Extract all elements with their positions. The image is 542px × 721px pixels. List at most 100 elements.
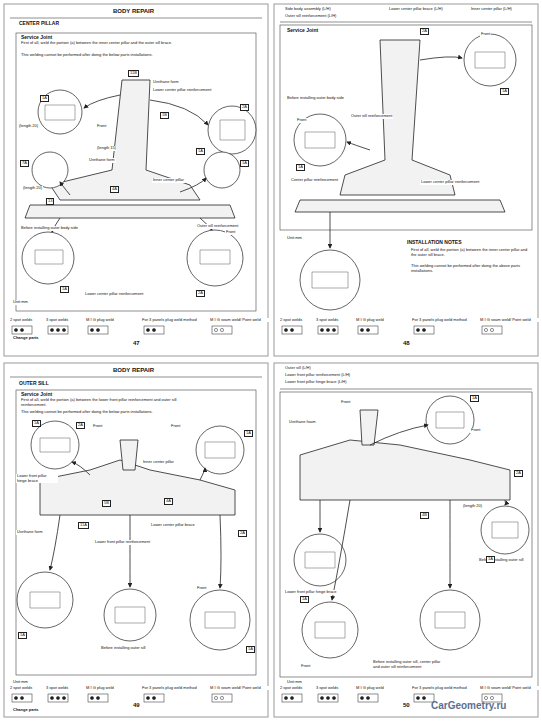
callout-number: 1A bbox=[300, 596, 309, 603]
callout-number: 2A bbox=[238, 530, 247, 537]
part-label: Outer sill reinforcement bbox=[350, 114, 393, 119]
part-label: Side body assembly (L/H) bbox=[284, 7, 332, 12]
part-label: BODY REPAIR bbox=[112, 367, 155, 374]
part-label: Before installing outer sill bbox=[100, 646, 162, 651]
legend-text: M I G plug weld bbox=[86, 686, 120, 690]
legend-text: M I G seam weld/ Point weld bbox=[480, 318, 540, 322]
callout-number: 5B bbox=[102, 500, 111, 507]
part-label: INSTALLATION NOTES bbox=[406, 240, 463, 246]
part-label: 50 bbox=[402, 702, 411, 709]
part-label: Change parts bbox=[12, 336, 40, 341]
part-label: Urethane form bbox=[16, 530, 54, 535]
callout-number: 2A bbox=[76, 422, 85, 429]
part-label: Service Joint bbox=[20, 392, 53, 398]
part-label: Lower center pillar brace bbox=[150, 523, 202, 528]
pillar-outline bbox=[25, 40, 510, 515]
part-label: First of all, weld the portion (a) betwe… bbox=[410, 248, 532, 257]
part-label: Lower center pillar reinforcement bbox=[152, 88, 224, 93]
part-label: Unit:mm bbox=[286, 680, 303, 685]
callout-number: 1A bbox=[196, 148, 205, 155]
part-label: Lower front pillar hinge brace bbox=[16, 474, 58, 483]
part-label: Service Joint bbox=[20, 35, 53, 41]
part-label: Front bbox=[300, 664, 311, 669]
part-label: First of all, weld the portion (a) betwe… bbox=[20, 398, 192, 407]
detail-circle bbox=[17, 34, 529, 658]
legend-text: 3 spot welds bbox=[46, 318, 80, 322]
part-label: 47 bbox=[132, 340, 141, 347]
part-label: Lower center pillar reinforcement bbox=[420, 180, 492, 185]
callout-number: 2A bbox=[240, 104, 249, 111]
part-label: BODY REPAIR bbox=[112, 8, 155, 15]
part-label: Before installing outer body side bbox=[20, 226, 79, 231]
leader-arrow bbox=[50, 57, 506, 600]
callout-number: 1A bbox=[486, 556, 495, 563]
page-frame bbox=[274, 4, 538, 356]
part-label: Outer sill reinforcement (L/H) bbox=[284, 14, 337, 19]
part-label: Front bbox=[296, 118, 307, 123]
legend-text: M I G seam weld/ Point weld bbox=[210, 686, 270, 690]
part-label: (length 20) bbox=[22, 186, 43, 191]
part-label: Urethane foam bbox=[288, 420, 316, 425]
part-label: 48 bbox=[402, 340, 411, 347]
legend-text: For 3 panels plug weld method bbox=[412, 686, 472, 690]
legend-text: 3 spot welds bbox=[316, 318, 350, 322]
part-label: Center pillar reinforcement bbox=[290, 178, 339, 183]
part-label: Lower front pillar hinge brace (L/H) bbox=[284, 380, 348, 385]
part-label: This welding cannot be performed after d… bbox=[20, 53, 182, 58]
part-label: (length 20) bbox=[18, 124, 39, 129]
part-label: Front bbox=[196, 586, 207, 591]
part-label: Front bbox=[96, 124, 107, 129]
part-label: (length 15) bbox=[96, 146, 117, 151]
callout-number: 1A bbox=[60, 286, 69, 293]
part-label: Service Joint bbox=[286, 28, 319, 34]
part-label: Front bbox=[170, 424, 181, 429]
callout-number: 1A bbox=[470, 395, 479, 402]
legend-text: 2 spot welds bbox=[10, 318, 44, 322]
page-frame bbox=[4, 363, 268, 717]
legend-text: 2 spot welds bbox=[280, 686, 314, 690]
part-label: Inner center pillar bbox=[152, 178, 185, 183]
page-frame bbox=[274, 363, 538, 717]
legend-text: M I G plug weld bbox=[86, 318, 120, 322]
part-label: Unit:mm bbox=[12, 300, 29, 305]
part-label: Lower front pillar reinforcement (L/H) bbox=[284, 373, 351, 378]
callout-number: 2A bbox=[514, 470, 523, 477]
legend-text: For 3 panels plug weld method bbox=[142, 318, 202, 322]
callout-number: 11A bbox=[78, 522, 89, 529]
part-label: Before installing outer body side bbox=[286, 96, 345, 101]
legend-text: 3 spot welds bbox=[316, 686, 350, 690]
part-label: Unit:mm bbox=[12, 680, 29, 685]
callout-number: 2A bbox=[196, 290, 205, 297]
part-label: 49 bbox=[132, 702, 141, 709]
legend-text: 2 spot welds bbox=[280, 318, 314, 322]
part-label: Inner center pillar bbox=[142, 460, 175, 465]
callout-number: 4A bbox=[110, 186, 119, 193]
part-label: This welding cannot be performed after d… bbox=[410, 264, 532, 273]
part-label: Unit:mm bbox=[286, 236, 303, 241]
part-label: Urethane form bbox=[152, 80, 180, 85]
part-label: CENTER PILLAR bbox=[18, 21, 60, 27]
page-frame bbox=[4, 4, 268, 356]
callout-number: 4B bbox=[420, 512, 429, 519]
part-label: First of all, weld the portion (a) betwe… bbox=[20, 41, 182, 46]
callout-number: 1A bbox=[244, 430, 253, 437]
part-label: Lower center pillar brace (L/H) bbox=[388, 7, 444, 12]
weld-symbols bbox=[12, 326, 502, 702]
part-label: Inner center pillar (L/H) bbox=[470, 7, 513, 12]
callout-number: 1A bbox=[296, 164, 305, 171]
part-label: Front bbox=[470, 428, 481, 433]
part-label: Front bbox=[92, 424, 103, 429]
legend-text: For 3 panels plug weld method bbox=[412, 318, 472, 322]
legend-text: For 3 panels plug weld method bbox=[142, 686, 202, 690]
part-label: Front bbox=[225, 230, 236, 235]
part-label: Urethane form bbox=[88, 158, 116, 163]
callout-number: 7A bbox=[20, 160, 29, 167]
part-label: Front bbox=[340, 400, 351, 405]
part-label: Lower center pillar reinforcement bbox=[84, 292, 144, 297]
callout-number: 1A bbox=[40, 95, 49, 102]
part-label: Outer sill (L/H) bbox=[284, 366, 312, 371]
part-label: Front bbox=[480, 32, 491, 37]
callout-number: 1A bbox=[500, 88, 509, 95]
legend-text: M I G seam weld/ Point weld bbox=[210, 318, 270, 322]
